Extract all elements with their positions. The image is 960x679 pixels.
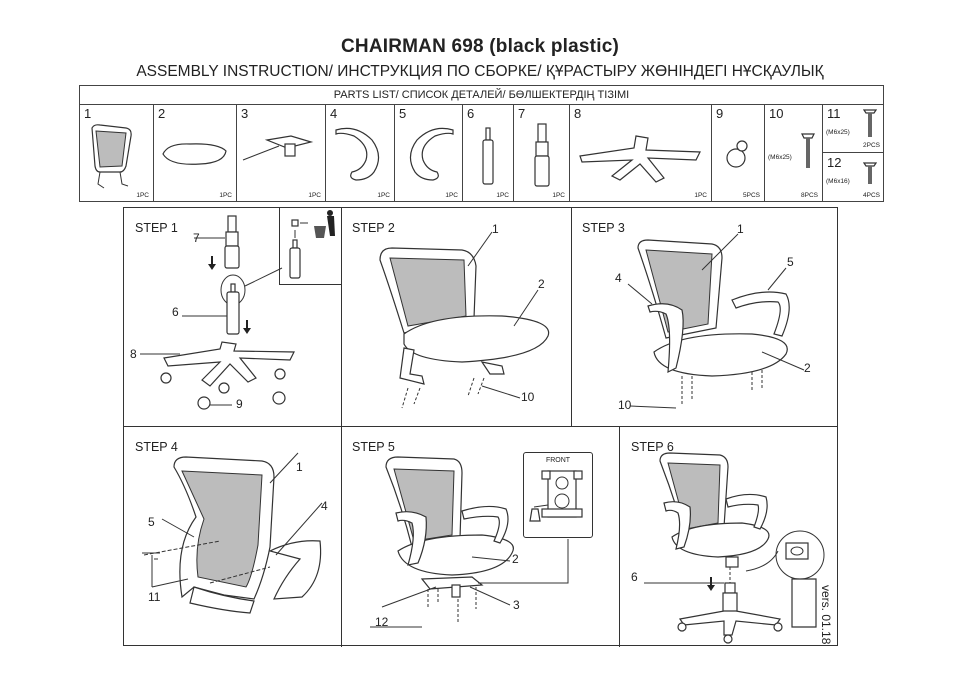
step-2-label: STEP 2 (352, 221, 395, 235)
mechanism-icon (242, 135, 314, 161)
step-1-label: STEP 1 (135, 221, 178, 235)
divider (619, 426, 620, 647)
bolt-icon (801, 133, 815, 168)
trash-dispose-icon (289, 210, 335, 279)
caster-icon (726, 140, 748, 168)
part-cell-12: 12 (M6x16) 4PCS (826, 155, 880, 199)
part-cell-10: 10 (M6x25) 8PCS (765, 104, 823, 202)
part-cell-3: 3 1PC (237, 104, 326, 202)
divider (571, 208, 572, 427)
assembly-steps-grid: STEP 1 (123, 207, 838, 647)
gas-lift-icon (482, 127, 494, 185)
step-5-diagram (370, 456, 569, 628)
part-cell-8: 8 1PC (570, 104, 712, 202)
base-icon (579, 135, 701, 183)
version-label: vers. 01.18 (819, 585, 833, 645)
armrest-left-icon (335, 127, 380, 181)
divider (341, 426, 342, 647)
step-6-label: STEP 6 (631, 440, 674, 454)
part-cell-11: 11 (M6x25) 2PCS (823, 104, 884, 153)
front-orientation-inset: FRONT (523, 452, 593, 538)
part-cell-4: 4 1PC (326, 104, 395, 202)
step-3-label: STEP 3 (582, 221, 625, 235)
backrest-icon (91, 124, 132, 189)
dispose-cap-inset (279, 208, 342, 285)
part-cell-7: 7 1PC (514, 104, 570, 202)
divider (124, 426, 837, 427)
part-cell-1: 1 1PC (80, 104, 154, 202)
step-5-label: STEP 5 (352, 440, 395, 454)
front-label: FRONT (545, 457, 571, 464)
document-title: CHAIRMAN 698 (black plastic) (340, 36, 619, 57)
step-4-diagram (142, 452, 323, 614)
part-cell-9: 9 5PCS (712, 104, 765, 202)
step-3-diagram (627, 233, 805, 409)
mechanism-top-view-icon (529, 470, 583, 522)
step-1-diagram (140, 215, 295, 410)
gas-lift-cover-icon (534, 123, 550, 187)
parts-list-table: PARTS LIST/ СПИСОК ДЕТАЛЕЙ/ БӨЛШЕКТЕРДІҢ… (79, 85, 884, 202)
bolt-icon (863, 162, 877, 184)
part-cell-5: 5 1PC (395, 104, 463, 202)
step-2-diagram (379, 231, 550, 409)
armrest-right-icon (409, 127, 454, 181)
step-4-label: STEP 4 (135, 440, 178, 454)
parts-list-heading: PARTS LIST/ СПИСОК ДЕТАЛЕЙ/ БӨЛШЕКТЕРДІҢ… (80, 86, 883, 105)
seat-icon (162, 143, 227, 165)
step-6-diagram (644, 452, 825, 644)
document-subtitle: ASSEMBLY INSTRUCTION/ ИНСТРУКЦИЯ ПО СБОР… (136, 63, 824, 80)
part-cell-6: 6 1PC (463, 104, 514, 202)
bolt-icon (863, 109, 877, 137)
divider (341, 208, 342, 427)
part-cell-2: 2 1PC (154, 104, 237, 202)
